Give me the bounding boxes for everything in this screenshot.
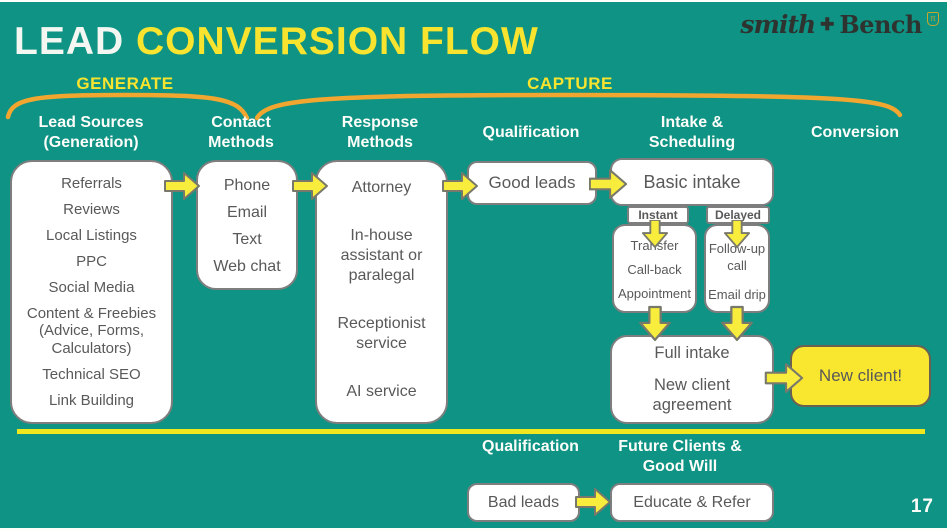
stage-label-capture: CAPTURE — [527, 74, 613, 93]
full-intake-box: Full intake New client agreement — [610, 335, 774, 424]
list-item: PPC — [76, 253, 107, 271]
list-item: Local Listings — [46, 227, 137, 245]
title-flow-text: CONVERSION FLOW — [136, 20, 539, 63]
bottom-header-future-clients: Future Clients & Good Will — [618, 438, 742, 475]
list-item: Referrals — [61, 175, 122, 192]
lead-sources-box: Referrals Reviews Local Listings PPC Soc… — [10, 160, 173, 424]
arrow-right-icon — [164, 172, 200, 200]
arrow-right-icon — [575, 488, 611, 516]
stage-label-generate: GENERATE — [76, 74, 174, 93]
list-item: Social Media — [48, 279, 135, 297]
list-item: Full intake — [654, 344, 730, 363]
slide-bottom-edge — [0, 528, 947, 531]
plus-icon: ✚ — [820, 14, 835, 34]
arrow-down-icon — [723, 220, 751, 248]
arrow-down-icon — [721, 305, 753, 341]
column-header-response-methods: Response Methods — [341, 114, 419, 151]
list-item: Phone — [223, 177, 271, 194]
list-item: Follow-up call — [708, 241, 766, 273]
column-header-intake-scheduling: Intake & Scheduling — [648, 114, 736, 151]
smith-wordmark: smith — [740, 10, 816, 39]
list-item: Technical SEO — [42, 365, 141, 383]
educate-refer-box: Educate & Refer — [610, 483, 774, 522]
title-lead-text: LEAD — [14, 20, 136, 63]
response-methods-box: Attorney In-house assistant or paralegal… — [315, 160, 448, 424]
arrow-right-icon — [292, 172, 328, 200]
arrow-right-icon — [764, 363, 804, 393]
list-item: Text — [232, 231, 262, 248]
bad-leads-box: Bad leads — [467, 483, 580, 522]
contact-methods-box: Phone Email Text Web chat — [196, 160, 298, 290]
list-item: Attorney — [351, 179, 412, 196]
arrow-down-icon — [641, 220, 669, 248]
list-item: Web chat — [213, 258, 281, 275]
basic-intake-box: Basic intake — [610, 158, 774, 206]
bottom-header-qualification: Qualification — [482, 438, 579, 455]
divider-line — [17, 429, 925, 434]
bench-wordmark: Bench — [839, 10, 922, 39]
column-header-conversion: Conversion — [810, 124, 899, 141]
list-item: Email drip — [708, 286, 766, 302]
delayed-branch-box: Follow-up call Email drip — [704, 224, 770, 313]
list-item: Email — [226, 204, 267, 221]
column-header-contact-methods: Contact Methods — [208, 114, 274, 151]
good-leads-box: Good leads — [467, 161, 597, 205]
list-item: In-house assistant or paralegal — [340, 227, 423, 284]
page-title: LEAD CONVERSION FLOW — [14, 20, 539, 64]
slide-top-edge — [0, 0, 947, 2]
list-item: Link Building — [48, 391, 135, 409]
list-item: Reviews — [63, 201, 120, 219]
instant-tag: Instant — [627, 206, 689, 224]
arrow-right-icon — [442, 172, 478, 200]
list-item: AI service — [346, 383, 417, 400]
stage-braces — [5, 92, 903, 121]
generate-brace — [5, 92, 250, 121]
column-header-lead-sources: Lead Sources (Generation) — [38, 114, 144, 151]
list-item: New client agreement — [652, 375, 732, 415]
page-number: 17 — [910, 496, 934, 517]
arrow-down-icon — [639, 305, 671, 341]
arrow-right-icon — [589, 169, 628, 199]
new-client-box: New client! — [790, 345, 931, 407]
capture-brace — [254, 92, 903, 121]
bench-shield-icon: π — [927, 11, 939, 26]
list-item: Appointment — [618, 286, 691, 301]
list-item: Receptionist service — [337, 315, 426, 352]
list-item: Call-back — [627, 262, 682, 277]
smith-bench-logo: smith ✚ Bench π — [740, 10, 939, 39]
column-header-qualification: Qualification — [482, 124, 580, 141]
list-item: Content & Freebies (Advice, Forms, Calcu… — [26, 305, 157, 357]
